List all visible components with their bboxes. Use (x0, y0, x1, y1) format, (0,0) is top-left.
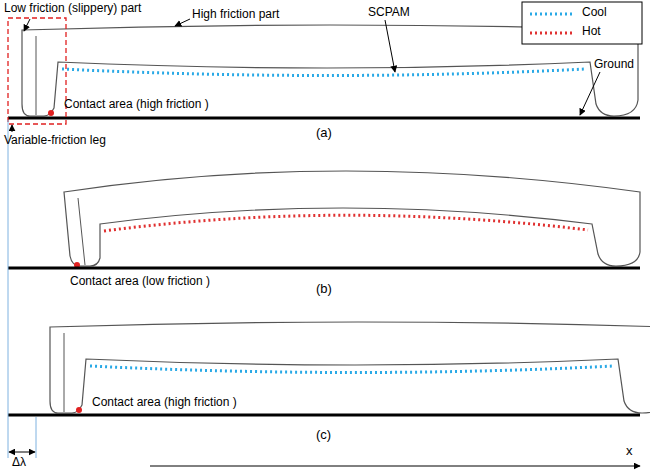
reference-line (8, 120, 9, 458)
leader-line (175, 19, 190, 26)
legend-label: Cool (582, 6, 607, 20)
part-label: SCPAM (368, 6, 410, 20)
part-label: High friction part (192, 8, 279, 22)
contact-label: Contact area (high friction ) (92, 396, 237, 410)
leader-line (385, 20, 395, 72)
panel-label: (b) (316, 282, 332, 297)
leader-line (24, 19, 30, 31)
robot-body (50, 322, 650, 413)
ground-line (8, 117, 640, 120)
leader-line (580, 72, 600, 115)
legend-sample (530, 13, 574, 16)
leader-line (12, 125, 13, 132)
legend-box (522, 2, 642, 44)
x-axis-arrow (150, 466, 640, 467)
legend-label: Hot (582, 25, 601, 39)
panel-label: (c) (316, 428, 331, 443)
contact-label: Contact area (low friction ) (70, 275, 210, 289)
leg-highlight (8, 18, 66, 124)
part-label: Variable-friction leg (4, 134, 106, 148)
robot-body (64, 171, 640, 268)
reference-line (36, 417, 37, 458)
ground-line (8, 414, 640, 417)
dimension-label: Δλ (12, 456, 26, 470)
part-label: Low friction (slippery) part (4, 2, 141, 16)
panel-label: (a) (316, 126, 332, 141)
axis-label: x (626, 444, 633, 459)
ground-line (8, 267, 640, 270)
dimension-arrow (9, 452, 35, 453)
legend-sample (530, 32, 574, 35)
part-label: Ground (594, 58, 634, 72)
contact-label: Contact area (high friction ) (64, 98, 209, 112)
